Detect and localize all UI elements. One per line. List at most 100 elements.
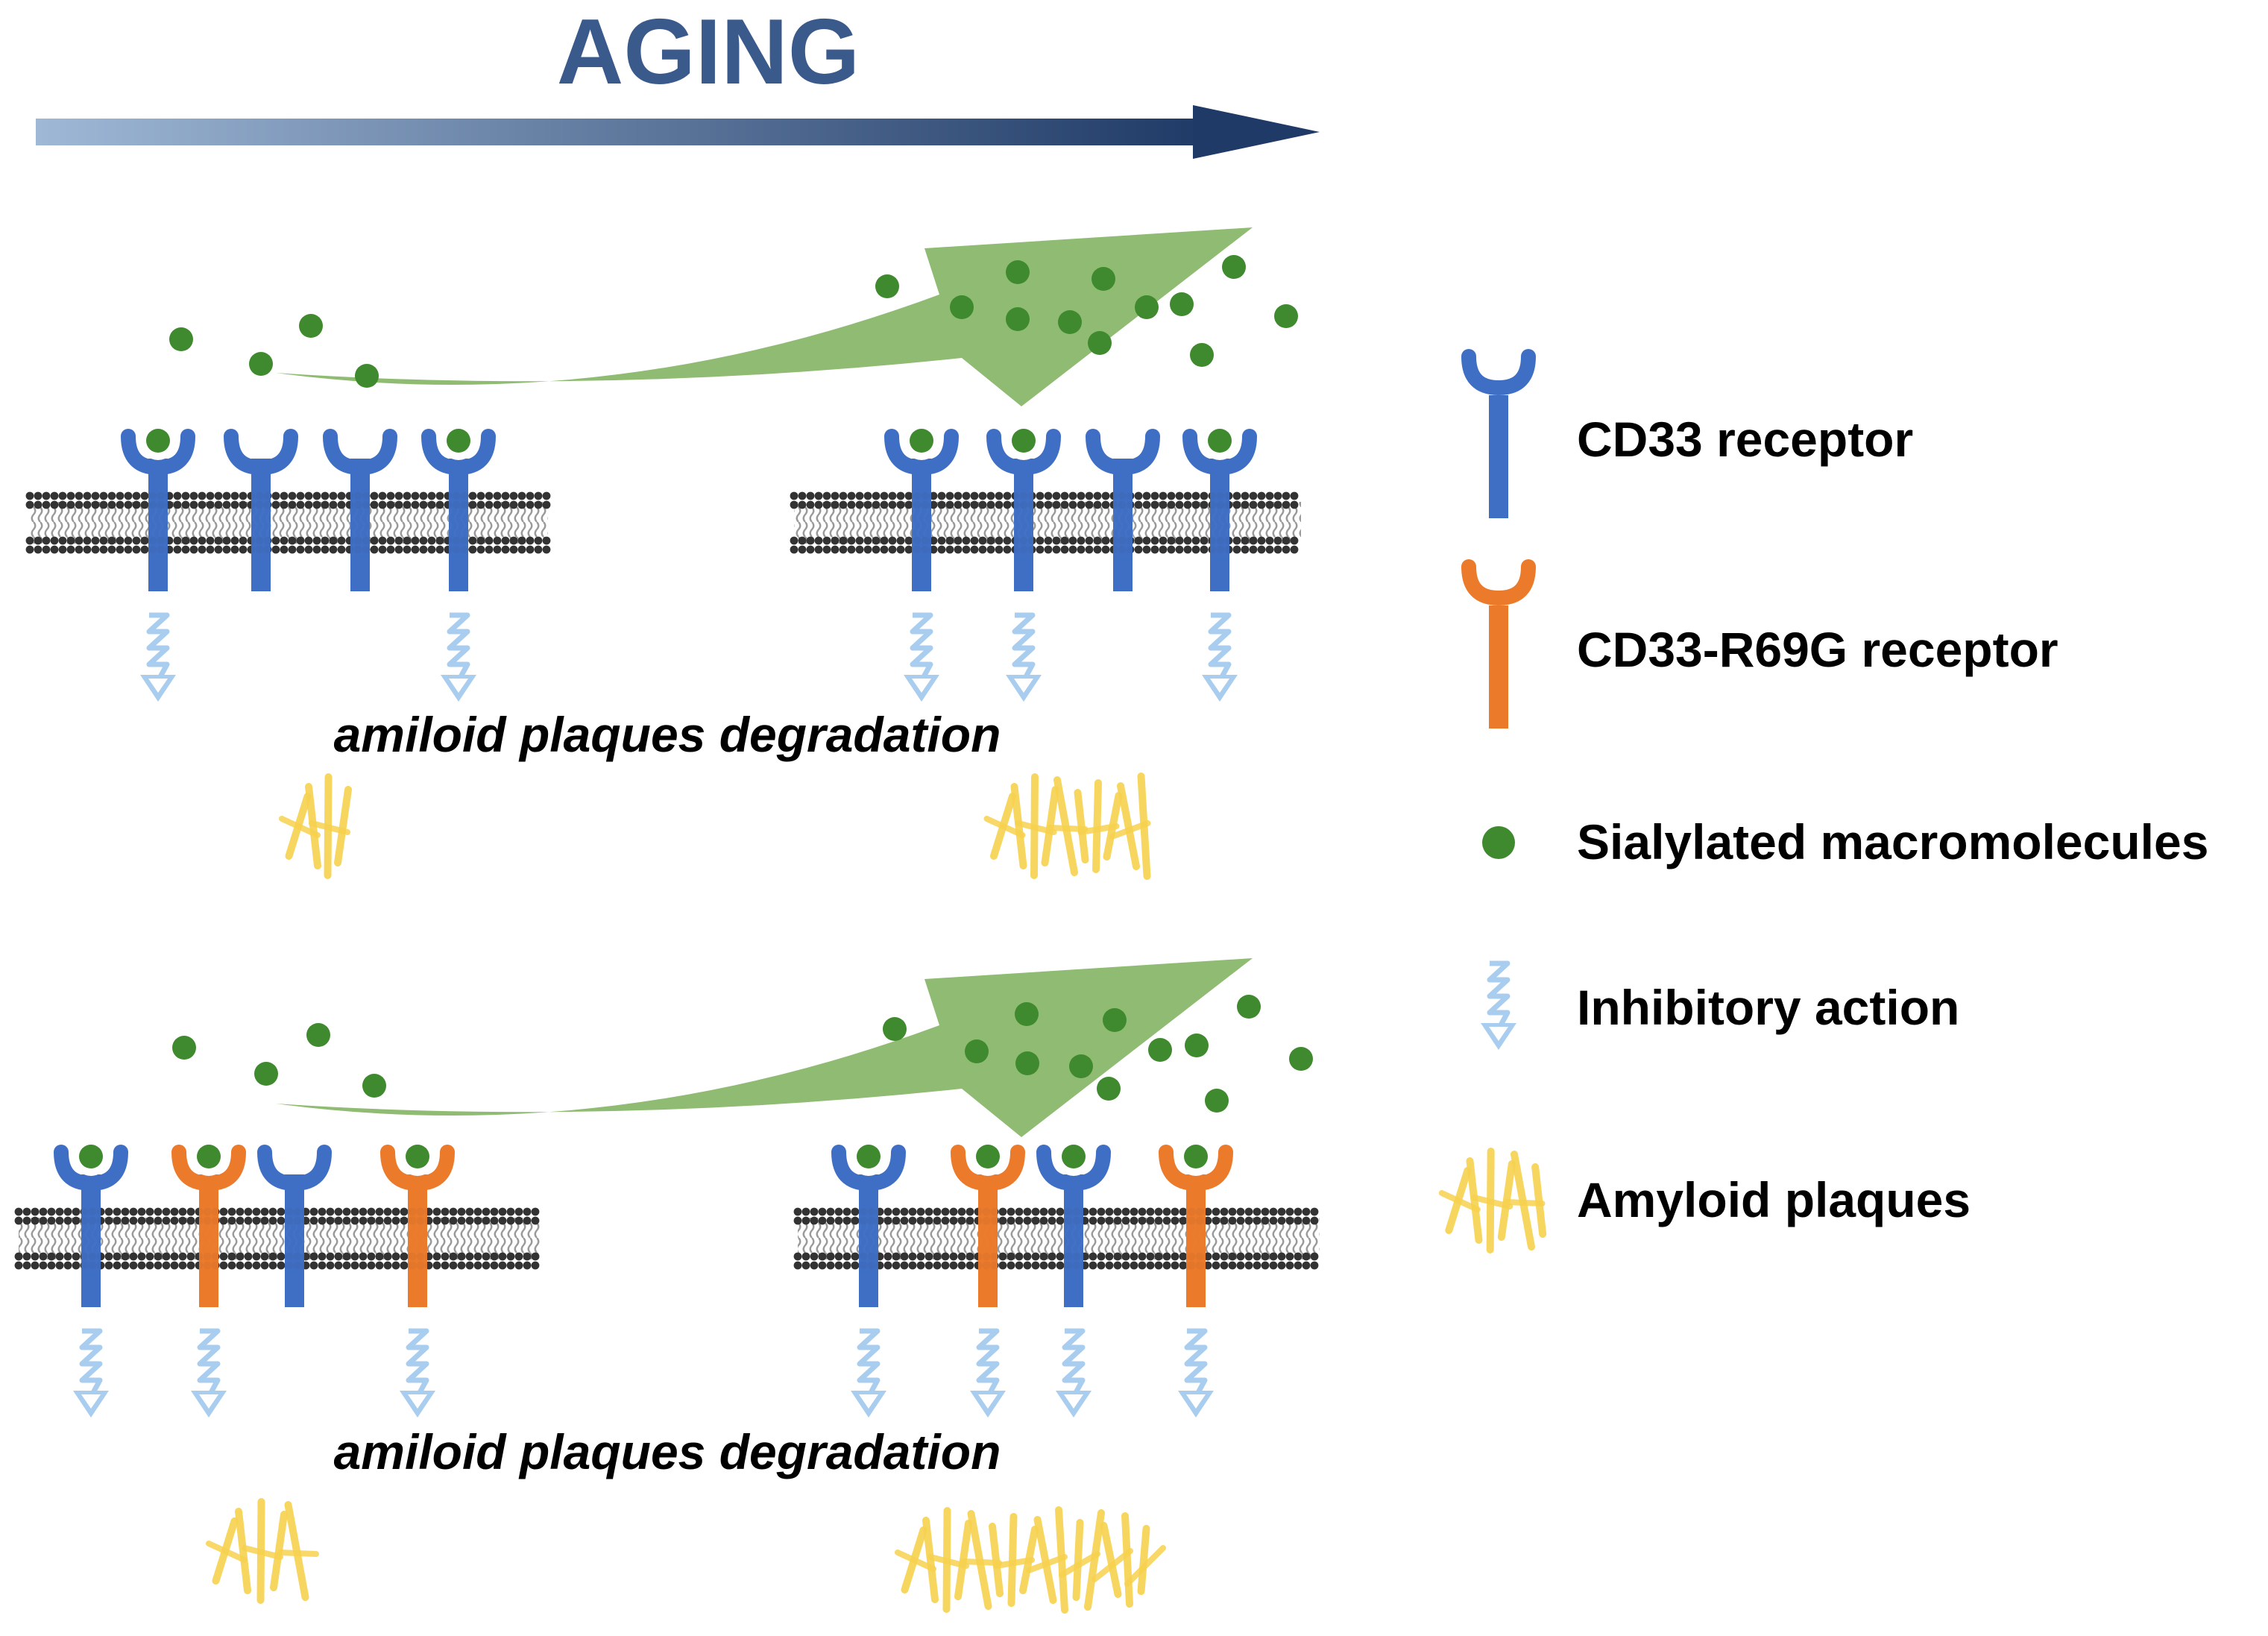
- lipid-head-row: [25, 491, 551, 500]
- sialylated-macromolecule: [1205, 1089, 1229, 1113]
- aging-arrow: [36, 105, 1320, 159]
- sialylated-macromolecule: [355, 364, 379, 388]
- receptor-transmembrane: [350, 488, 370, 559]
- late-stage: [790, 427, 1301, 880]
- inhibitory-action-icon: [1481, 960, 1516, 1050]
- sialylated-macromolecule: [1097, 1077, 1121, 1101]
- inhibitory-action-arrow: [73, 1328, 109, 1418]
- panel-wild-type: amiloid plaques degradation: [25, 227, 1301, 880]
- sialylated-macromolecule: [1006, 260, 1030, 284]
- bound-sialylated-macromolecule: [1012, 429, 1036, 453]
- early-stage: [14, 1143, 541, 1604]
- panels: amiloid plaques degradation amiloid plaqu…: [14, 227, 1320, 1614]
- amyloid-plaque-icon: [1438, 1148, 1547, 1253]
- receptor-transmembrane: [1210, 488, 1229, 559]
- sialylated-macromolecule: [965, 1039, 989, 1063]
- cd33-receptor-icon: [1461, 349, 1536, 518]
- lipid-head-row: [25, 545, 551, 554]
- bound-sialylated-macromolecule: [910, 429, 933, 453]
- receptor-transmembrane: [1113, 488, 1133, 559]
- sialylated-macromolecule: [875, 274, 899, 298]
- inhibitory-action-arrow: [1202, 612, 1238, 702]
- legend-label: Sialylated macromolecules: [1577, 814, 2208, 869]
- bound-sialylated-macromolecule: [406, 1145, 429, 1168]
- panel-caption: amiloid plaques degradation: [334, 1424, 1001, 1479]
- bound-sialylated-macromolecule: [857, 1145, 881, 1168]
- inhibitory-action-arrow: [191, 1328, 227, 1418]
- legend-label: Amyloid plaques: [1577, 1172, 1971, 1227]
- sialylated-macromolecule: [1069, 1054, 1093, 1078]
- sialylated-macromolecule: [1185, 1033, 1209, 1057]
- bound-sialylated-macromolecule: [447, 429, 470, 453]
- sialylated-macromolecule: [1222, 255, 1246, 279]
- sialylated-macromolecule: [1289, 1047, 1313, 1071]
- receptor-transmembrane: [285, 1204, 304, 1275]
- sialylation-increase-arrow: [276, 958, 1253, 1137]
- lipid-head-row: [790, 500, 1299, 509]
- sialylated-macromolecule: [1058, 310, 1082, 334]
- legend-label: Inhibitory action: [1577, 980, 1959, 1035]
- amyloid-plaque: [983, 773, 1151, 880]
- receptor-transmembrane: [1186, 1204, 1206, 1275]
- sialylated-macromolecule: [1015, 1002, 1039, 1026]
- bound-sialylated-macromolecule: [197, 1145, 221, 1168]
- sialylated-macromolecule: [1006, 307, 1030, 331]
- sialylated-macromolecule: [1135, 295, 1159, 319]
- sialylated-macromolecule: [1190, 343, 1214, 367]
- inhibitory-action-arrow: [1056, 1328, 1092, 1418]
- lipid-head-row: [790, 536, 1299, 545]
- inhibitory-action-arrow: [904, 612, 939, 702]
- amyloid-plaque: [279, 773, 352, 879]
- receptor-transmembrane: [148, 488, 168, 559]
- inhibitory-action-arrow: [441, 612, 476, 702]
- bound-sialylated-macromolecule: [1208, 429, 1232, 453]
- bound-sialylated-macromolecule: [1184, 1145, 1208, 1168]
- cell-membrane: [25, 491, 551, 554]
- sialylated-macromolecule: [1274, 304, 1298, 328]
- sialylated-macromolecule-icon: [1482, 826, 1515, 859]
- amyloid-plaque: [895, 1506, 1166, 1614]
- free-sialylated-macromolecules: [169, 255, 1298, 388]
- inhibitory-action-arrow: [1006, 612, 1042, 702]
- sialylated-macromolecule: [306, 1023, 330, 1047]
- bound-sialylated-macromolecule: [1062, 1145, 1086, 1168]
- receptor-transmembrane: [251, 488, 271, 559]
- sialylated-macromolecule: [1015, 1051, 1039, 1075]
- sialylated-macromolecule: [299, 314, 323, 338]
- inhibitory-action-arrow: [140, 612, 176, 702]
- sialylated-macromolecule: [254, 1062, 278, 1086]
- sialylated-macromolecule: [1237, 995, 1261, 1019]
- bound-sialylated-macromolecule: [146, 429, 170, 453]
- sialylated-macromolecule: [883, 1017, 907, 1041]
- inhibitory-action-arrow: [1178, 1328, 1214, 1418]
- legend-item-amyloid: Amyloid plaques: [1438, 1148, 1971, 1253]
- sialylated-macromolecule: [1088, 331, 1112, 355]
- inhibitory-action-arrow: [400, 1328, 435, 1418]
- receptor-transmembrane: [199, 1204, 218, 1275]
- legend-item-cd33-r69g: CD33-R69G receptor: [1461, 559, 2058, 729]
- inhibitory-action-arrow: [851, 1328, 886, 1418]
- inhibitory-action-symbol: [1481, 960, 1516, 1050]
- amyloid-plaque-symbol: [1438, 1148, 1547, 1253]
- receptor-transmembrane: [81, 1204, 101, 1275]
- receptor-transmembrane: [449, 488, 468, 559]
- sialylated-macromolecule: [1148, 1038, 1172, 1062]
- sialylated-macromolecule: [362, 1074, 386, 1098]
- receptor-transmembrane: [1064, 1204, 1083, 1275]
- inhibitory-action-arrow: [970, 1328, 1006, 1418]
- cell-membrane: [793, 1207, 1320, 1270]
- sialylated-macromolecule: [1170, 292, 1194, 316]
- legend-item-sialylated: Sialylated macromolecules: [1482, 814, 2208, 869]
- aging-title: AGING: [557, 1, 860, 104]
- legend-item-inhibitory: Inhibitory action: [1481, 960, 1959, 1050]
- sialylated-macromolecule: [1092, 267, 1115, 291]
- receptor-transmembrane: [859, 1204, 878, 1275]
- sialylated-macromolecule: [950, 295, 974, 319]
- legend-item-cd33: CD33 receptor: [1461, 349, 1913, 518]
- late-stage: [793, 1143, 1320, 1614]
- free-sialylated-macromolecules: [172, 995, 1313, 1113]
- sialylated-macromolecule: [249, 352, 273, 376]
- legend-label: CD33-R69G receptor: [1577, 622, 2058, 677]
